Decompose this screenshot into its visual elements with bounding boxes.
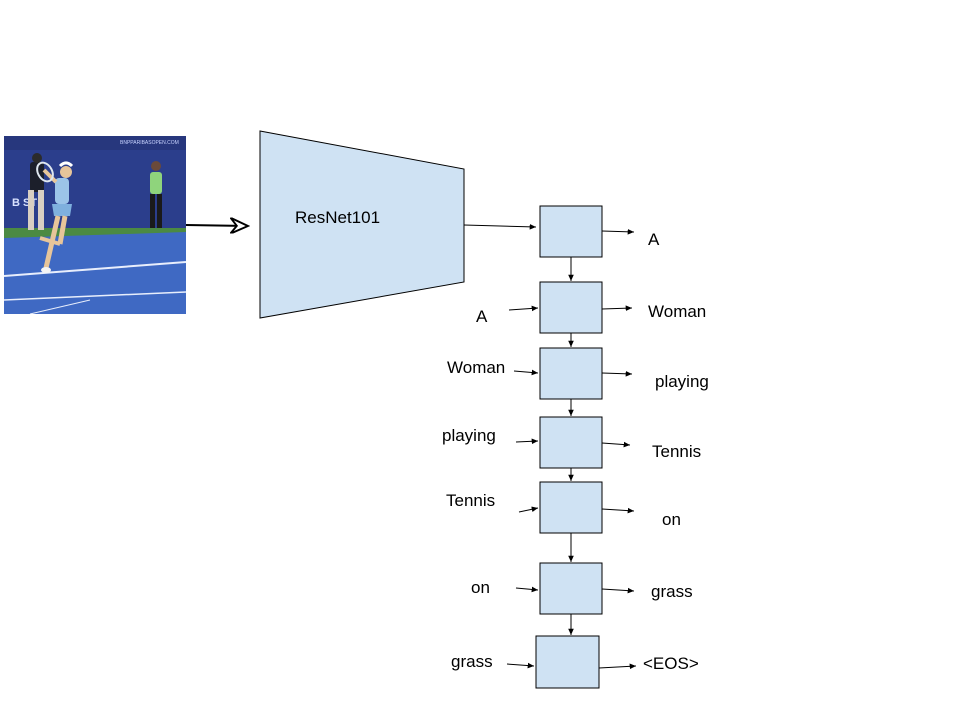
output-word-label: grass: [651, 582, 693, 601]
decoder-step: grass <EOS>: [451, 635, 699, 689]
output-word-arrow: [601, 370, 633, 377]
encoder-label: ResNet101: [295, 208, 380, 227]
output-word-arrow: [601, 441, 631, 448]
input-word-arrow: [515, 586, 539, 593]
input-word-label: Tennis: [446, 491, 495, 510]
encoder-to-decoder-arrow: [463, 224, 537, 230]
decoder-step: Tennis on: [446, 481, 681, 562]
input-photo: BNPPARIBASOPEN.COM B ST: [4, 136, 186, 314]
output-word-arrow: [601, 587, 635, 594]
lstm-cell: [539, 347, 603, 400]
output-word-label: playing: [655, 372, 709, 391]
lstm-cell: [539, 416, 603, 469]
output-word-arrow: [598, 663, 637, 670]
lstm-cell: [539, 281, 603, 334]
output-word-label: Woman: [648, 302, 706, 321]
input-word-arrow: [506, 662, 535, 669]
input-word-label: playing: [442, 426, 496, 445]
output-word-label: <EOS>: [643, 654, 699, 673]
decoder-step: A: [539, 205, 660, 281]
output-word-arrow: [601, 305, 633, 312]
input-word-arrow: [508, 305, 539, 312]
input-word-label: grass: [451, 652, 493, 671]
photo-to-encoder-arrow: [185, 225, 248, 226]
lstm-cell: [539, 205, 603, 258]
encoder-block: [259, 130, 465, 319]
wall-text: BNPPARIBASOPEN.COM: [120, 140, 179, 146]
input-word-label: on: [471, 578, 490, 597]
input-word-arrow: [515, 438, 539, 445]
decoder-step: on grass: [471, 562, 693, 635]
lstm-cell: [535, 635, 600, 689]
input-word-label: A: [476, 307, 488, 326]
output-word-arrow: [601, 229, 635, 235]
input-word-arrow: [513, 369, 539, 376]
decoder-step: A Woman: [476, 281, 706, 347]
output-word-label: A: [648, 230, 660, 249]
input-word-arrow: [518, 506, 539, 513]
output-word-label: Tennis: [652, 442, 701, 461]
lstm-cell: [539, 481, 603, 534]
input-word-label: Woman: [447, 358, 505, 377]
output-word-arrow: [601, 507, 635, 514]
lstm-cell: [539, 562, 603, 615]
decoder-step: Woman playing: [447, 347, 709, 416]
output-word-label: on: [662, 510, 681, 529]
